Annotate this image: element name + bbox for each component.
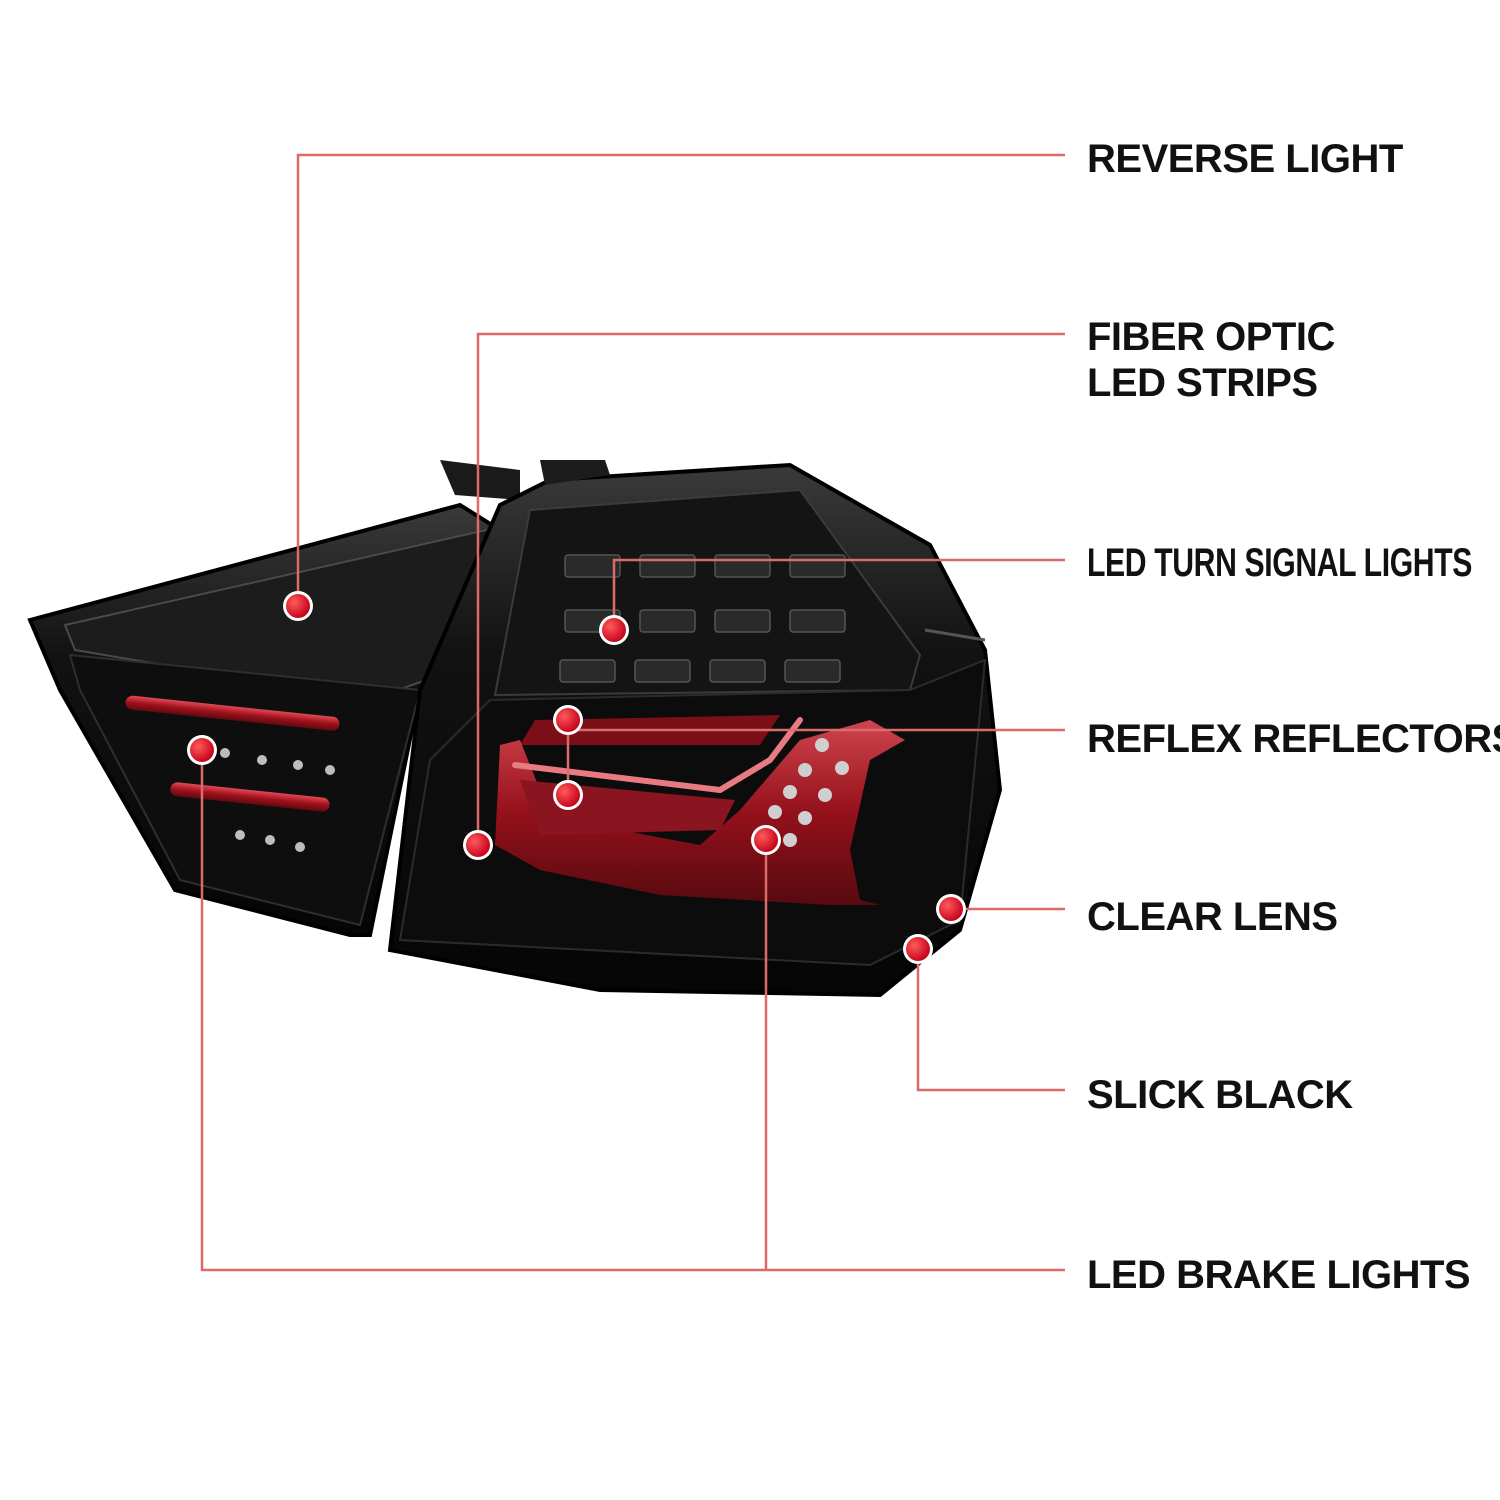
leader-fiber-optic: [476, 332, 1065, 845]
red-dot-marker-icon: [283, 591, 313, 621]
label-turn-signal: LED TURN SIGNAL LIGHTS: [1087, 541, 1472, 585]
label-fiber-optic-line2: LED STRIPS: [1087, 361, 1318, 405]
label-clear-lens: CLEAR LENS: [1087, 895, 1338, 939]
label-brake-lights: LED BRAKE LIGHTS: [1087, 1253, 1470, 1297]
leader-lines: [200, 153, 1065, 1272]
red-dot-marker-icon: [553, 780, 583, 810]
red-dot-marker-icon: [463, 830, 493, 860]
leader-turn-signal: [612, 558, 1065, 630]
label-slick-black: SLICK BLACK: [1087, 1073, 1353, 1117]
red-dot-marker-icon: [936, 894, 966, 924]
label-reflex-reflectors: REFLEX REFLECTORS: [1087, 717, 1500, 761]
inner-lamp-icon: [27, 460, 520, 937]
red-dot-marker-icon: [751, 825, 781, 855]
label-fiber-optic-line1: FIBER OPTIC: [1087, 315, 1335, 359]
red-dot-marker-icon: [599, 615, 629, 645]
red-dot-marker-icon: [187, 735, 217, 765]
leader-brake-lights-left: [200, 750, 1065, 1272]
marker-dots: [187, 591, 966, 964]
label-reverse-light: REVERSE LIGHT: [1087, 137, 1403, 181]
tail-light-assembly-icon: [27, 460, 1003, 998]
leader-slick-black: [916, 949, 1065, 1092]
callout-labels: REVERSE LIGHT FIBER OPTIC LED STRIPS LED…: [1087, 137, 1500, 1297]
red-dot-marker-icon: [553, 705, 583, 735]
red-dot-marker-icon: [903, 934, 933, 964]
leader-reverse-light: [296, 153, 1065, 606]
